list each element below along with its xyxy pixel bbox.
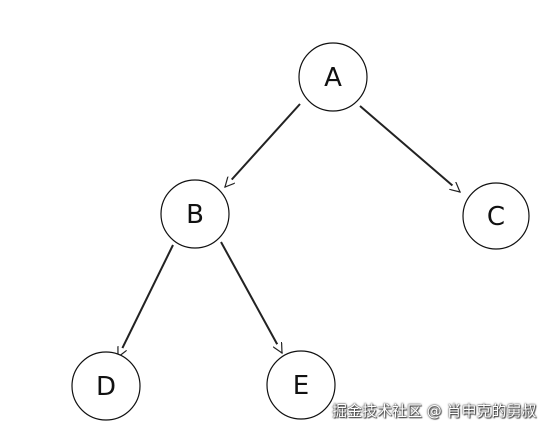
node-d-label: D [96,372,116,402]
node-a: A [298,42,368,112]
node-e-label: E [293,371,309,401]
edge-a-b [225,103,301,187]
node-b: B [160,179,230,249]
node-d: D [71,351,141,421]
node-c: C [462,182,530,250]
edge-b-e [220,241,283,353]
node-a-label: A [324,63,342,93]
edge-b-d [117,244,174,357]
node-c-label: C [487,202,505,232]
watermark-text: 掘金技术社区 @ 肖申克的舅叔 [332,402,537,420]
node-e: E [266,350,336,420]
edge-a-c [359,105,460,192]
node-b-label: B [186,200,204,230]
